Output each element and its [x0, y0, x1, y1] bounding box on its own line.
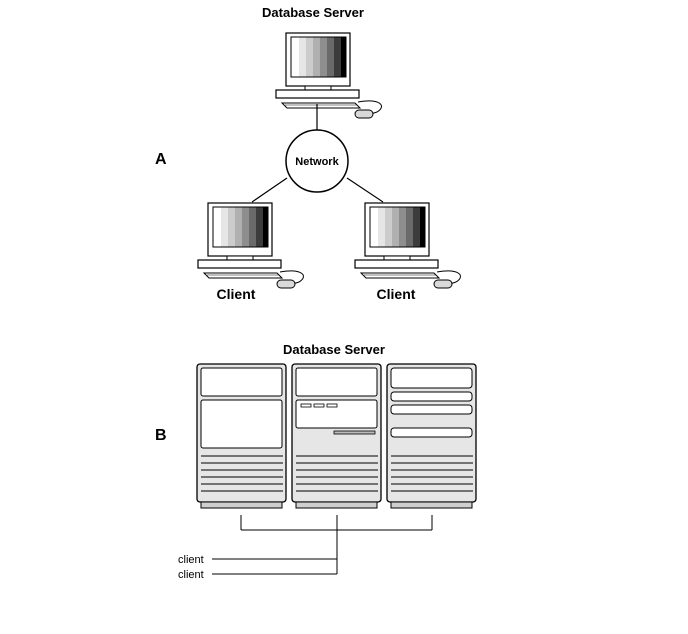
panel-b-letter: B [155, 427, 167, 444]
server-cabinet-right [386, 363, 477, 509]
server-cabinet-left [196, 363, 287, 509]
panel-b-server-label: Database Server [283, 342, 385, 357]
server-bus-lines [212, 515, 433, 575]
left-client-link [251, 177, 288, 203]
client-left-label: Client [217, 286, 256, 302]
right-client-link [346, 177, 384, 203]
network-node: Network [285, 129, 349, 193]
panel-a-letter: A [155, 151, 167, 168]
client-label-2: client [178, 569, 204, 581]
client-right-workstation-icon [354, 202, 462, 289]
network-label: Network [295, 156, 339, 168]
client-label-1: client [178, 554, 204, 566]
server-cabinet-middle [291, 363, 382, 509]
client-left-workstation-icon [197, 202, 305, 289]
client-right-label: Client [377, 286, 416, 302]
panel-a-server-label: Database Server [262, 5, 364, 20]
server-workstation-icon [275, 32, 383, 119]
